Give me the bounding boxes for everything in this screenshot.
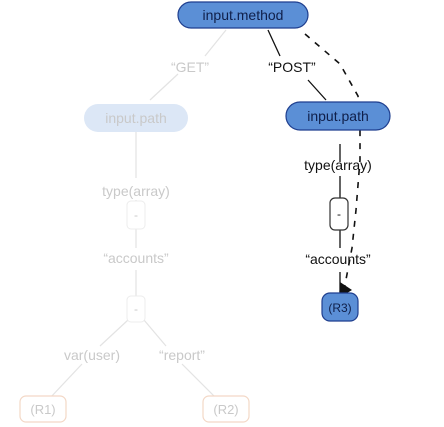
active-node-hyphen[interactable]: - xyxy=(329,197,349,231)
root-node[interactable]: input.method xyxy=(177,1,309,29)
active-edge-label-type: type(array) xyxy=(304,157,372,173)
edge-label-get: “GET” xyxy=(171,59,209,75)
faded-node-hyphen-1-label: - xyxy=(134,208,138,222)
faded-edge-label-report: “report” xyxy=(159,347,205,363)
faded-edge-label-var-user: var(user) xyxy=(64,347,120,363)
faded-edge-label-accounts: “accounts” xyxy=(103,250,169,266)
faded-rule-r2-label: (R2) xyxy=(213,402,238,417)
faded-rule-r2[interactable]: (R2) xyxy=(202,395,250,423)
active-node-input-path[interactable]: input.path xyxy=(285,101,391,131)
faded-edges xyxy=(49,29,227,399)
active-rule-r3[interactable]: (R3) xyxy=(321,292,359,322)
active-node-hyphen-label: - xyxy=(337,207,341,221)
faded-node-input-path[interactable]: input.path xyxy=(84,104,188,132)
faded-node-input-path-label: input.path xyxy=(105,110,167,126)
faded-rule-r1-label: (R1) xyxy=(30,402,55,417)
active-node-input-path-label: input.path xyxy=(307,108,369,124)
active-rule-r3-label: (R3) xyxy=(328,301,351,315)
edge-label-post: “POST” xyxy=(268,59,316,75)
active-edge-label-accounts: “accounts” xyxy=(305,251,371,267)
faded-edge-label-type: type(array) xyxy=(102,183,170,199)
root-label: input.method xyxy=(203,7,284,23)
traversal-path-dashed xyxy=(304,33,361,291)
faded-rule-r1[interactable]: (R1) xyxy=(19,395,67,423)
faded-node-hyphen-1[interactable]: - xyxy=(126,200,146,230)
faded-node-hyphen-2-label: - xyxy=(134,302,138,316)
faded-node-hyphen-2[interactable]: - xyxy=(126,295,146,323)
